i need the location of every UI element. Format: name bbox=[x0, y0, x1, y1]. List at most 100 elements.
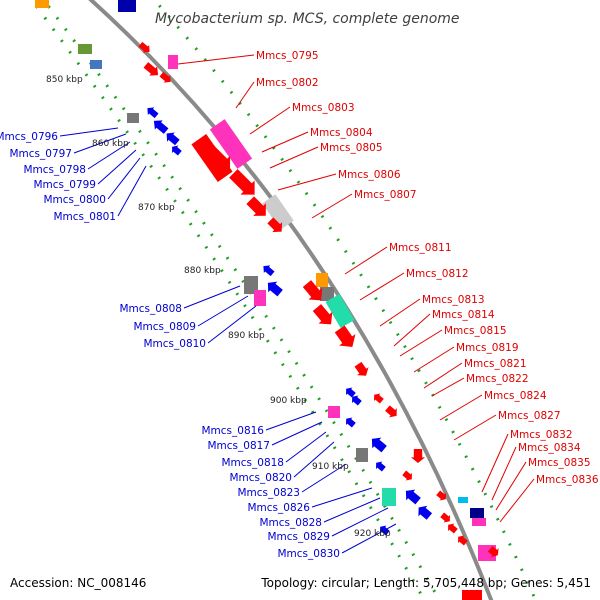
feature-block-magenta-0803 bbox=[209, 119, 253, 169]
gene-mmcs-0820-leader bbox=[293, 441, 335, 478]
gene-mmcs-0798-label[interactable]: Mmcs_0798 bbox=[23, 164, 86, 176]
gene-mmcs-0801-leader bbox=[117, 165, 147, 217]
arrow-rev-a bbox=[147, 107, 159, 119]
feature-block-grey-0807 bbox=[262, 194, 294, 230]
gene-mmcs-0826-leader bbox=[311, 487, 373, 508]
gene-mmcs-0822-label[interactable]: Mmcs_0822 bbox=[466, 373, 529, 385]
feature-block-grey-0812 bbox=[320, 287, 334, 301]
gene-mmcs-0817-label[interactable]: Mmcs_0817 bbox=[207, 440, 270, 452]
gene-mmcs-0799-leader bbox=[97, 149, 137, 185]
gene-mmcs-0835-leader bbox=[495, 461, 527, 511]
gene-mmcs-0801-label[interactable]: Mmcs_0801 bbox=[53, 211, 116, 223]
gene-mmcs-0821-label[interactable]: Mmcs_0821 bbox=[464, 358, 527, 370]
gene-mmcs-0795-label[interactable]: Mmcs_0795 bbox=[256, 50, 319, 62]
arrow-rev-0808 bbox=[263, 265, 275, 277]
scale-label-3: 880 kbp bbox=[184, 266, 221, 276]
gene-mmcs-0796-label[interactable]: Mmcs_0796 bbox=[0, 131, 58, 143]
gene-mmcs-0830-label[interactable]: Mmcs_0830 bbox=[277, 548, 340, 560]
arrow-rev-0818 bbox=[346, 417, 356, 428]
gene-mmcs-0806-label[interactable]: Mmcs_0806 bbox=[338, 169, 401, 181]
genome-backbone bbox=[88, 0, 494, 600]
arrow-fwd-0824 bbox=[411, 449, 425, 463]
gene-mmcs-0823-label[interactable]: Mmcs_0823 bbox=[237, 487, 300, 499]
arrow-fwd-0804 bbox=[201, 141, 231, 171]
feature-block-stripe bbox=[168, 55, 178, 69]
gene-mmcs-0814-label[interactable]: Mmcs_0814 bbox=[432, 309, 495, 321]
gene-mmcs-0802-label[interactable]: Mmcs_0802 bbox=[256, 77, 319, 89]
gene-mmcs-0812-leader bbox=[359, 272, 405, 301]
gene-mmcs-0826-label[interactable]: Mmcs_0826 bbox=[247, 502, 310, 514]
arrow-fwd-a bbox=[138, 41, 150, 53]
gene-mmcs-0810-label[interactable]: Mmcs_0810 bbox=[143, 338, 206, 350]
gene-mmcs-0804-label[interactable]: Mmcs_0804 bbox=[310, 127, 373, 139]
gene-mmcs-0821-leader bbox=[423, 362, 463, 389]
arrow-fwd-0815 bbox=[354, 361, 369, 376]
gene-mmcs-0819-label[interactable]: Mmcs_0819 bbox=[456, 342, 519, 354]
feature-block-teal-0813 bbox=[325, 294, 355, 328]
arrow-rev-0817 bbox=[352, 395, 362, 406]
gene-mmcs-0813-label[interactable]: Mmcs_0813 bbox=[422, 294, 485, 306]
arrow-rev-0809 bbox=[267, 281, 283, 297]
gene-mmcs-0797-leader bbox=[73, 133, 127, 154]
arrow-fwd-0812 bbox=[312, 304, 333, 325]
gene-mmcs-0827-leader bbox=[453, 414, 497, 441]
feature-block-steel bbox=[90, 60, 102, 69]
gene-mmcs-0834-label[interactable]: Mmcs_0834 bbox=[518, 442, 581, 454]
gene-mmcs-0830-leader bbox=[341, 523, 397, 554]
gene-mmcs-0812-label[interactable]: Mmcs_0812 bbox=[406, 268, 469, 280]
gene-mmcs-0807-label[interactable]: Mmcs_0807 bbox=[354, 189, 417, 201]
arrow-rev-c bbox=[166, 132, 180, 146]
arrow-fwd-0835 bbox=[458, 535, 468, 546]
gene-mmcs-0803-label[interactable]: Mmcs_0803 bbox=[292, 102, 355, 114]
gene-mmcs-0809-label[interactable]: Mmcs_0809 bbox=[133, 321, 196, 333]
feature-block-grey-0820 bbox=[356, 448, 368, 462]
gene-mmcs-0820-label[interactable]: Mmcs_0820 bbox=[229, 472, 292, 484]
arrow-fwd-0805 bbox=[229, 169, 255, 195]
gene-mmcs-0797-label[interactable]: Mmcs_0797 bbox=[9, 148, 72, 160]
arrow-rev-0816 bbox=[346, 387, 356, 398]
gene-mmcs-0828-label[interactable]: Mmcs_0828 bbox=[259, 517, 322, 529]
gene-mmcs-0824-label[interactable]: Mmcs_0824 bbox=[484, 390, 547, 402]
gene-mmcs-0809-leader bbox=[197, 295, 249, 327]
arrow-rev-0823 bbox=[376, 461, 386, 472]
gene-mmcs-0818-label[interactable]: Mmcs_0818 bbox=[221, 457, 284, 469]
arrow-rev-0828 bbox=[405, 489, 421, 505]
gene-mmcs-0806-leader bbox=[277, 173, 337, 191]
gene-mmcs-0827-label[interactable]: Mmcs_0827 bbox=[498, 410, 561, 422]
gene-mmcs-0800-leader bbox=[107, 157, 141, 200]
gene-mmcs-0836-label[interactable]: Mmcs_0836 bbox=[536, 474, 599, 486]
scale-label-4: 890 kbp bbox=[228, 331, 265, 341]
feature-block-olive bbox=[78, 44, 92, 54]
arrow-fwd-0834 bbox=[448, 523, 458, 534]
gene-mmcs-0808-label[interactable]: Mmcs_0808 bbox=[119, 303, 182, 315]
gene-mmcs-0805-label[interactable]: Mmcs_0805 bbox=[320, 142, 383, 154]
arrow-fwd-c bbox=[159, 71, 171, 83]
backbone-arc bbox=[88, 0, 494, 600]
gene-mmcs-0799-label[interactable]: Mmcs_0799 bbox=[33, 179, 96, 191]
feature-block-magenta-0809 bbox=[254, 290, 266, 306]
gene-mmcs-0796-leader bbox=[59, 127, 119, 137]
gene-mmcs-0815-label[interactable]: Mmcs_0815 bbox=[444, 325, 507, 337]
arrow-rev-0829 bbox=[418, 505, 433, 520]
feature-block-magenta-0816 bbox=[328, 406, 340, 418]
scale-label-5: 900 kbp bbox=[270, 396, 307, 406]
arrow-fwd-bottom bbox=[487, 546, 499, 558]
gene-mmcs-0810-leader bbox=[207, 305, 257, 344]
gene-mmcs-0832-label[interactable]: Mmcs_0832 bbox=[510, 429, 573, 441]
feature-block-red-bottom bbox=[462, 590, 482, 600]
gene-mmcs-0816-label[interactable]: Mmcs_0816 bbox=[201, 425, 264, 437]
scale-label-7: 920 kbp bbox=[354, 529, 391, 539]
scale-label-0: 850 kbp bbox=[46, 75, 83, 85]
arrow-fwd-0807b bbox=[267, 217, 283, 233]
gene-labels-layer: Mmcs_0795Mmcs_0802Mmcs_0803Mmcs_0804Mmcs… bbox=[0, 50, 599, 560]
arrow-rev-0820 bbox=[371, 437, 387, 453]
gene-mmcs-0823-leader bbox=[301, 463, 347, 493]
gene-mmcs-0811-label[interactable]: Mmcs_0811 bbox=[389, 242, 452, 254]
gene-mmcs-0835-label[interactable]: Mmcs_0835 bbox=[528, 457, 591, 469]
gene-mmcs-0804-leader bbox=[261, 131, 309, 153]
gene-mmcs-0829-label[interactable]: Mmcs_0829 bbox=[267, 531, 330, 543]
gene-mmcs-0800-label[interactable]: Mmcs_0800 bbox=[43, 194, 106, 206]
scale-label-2: 870 kbp bbox=[138, 203, 175, 213]
